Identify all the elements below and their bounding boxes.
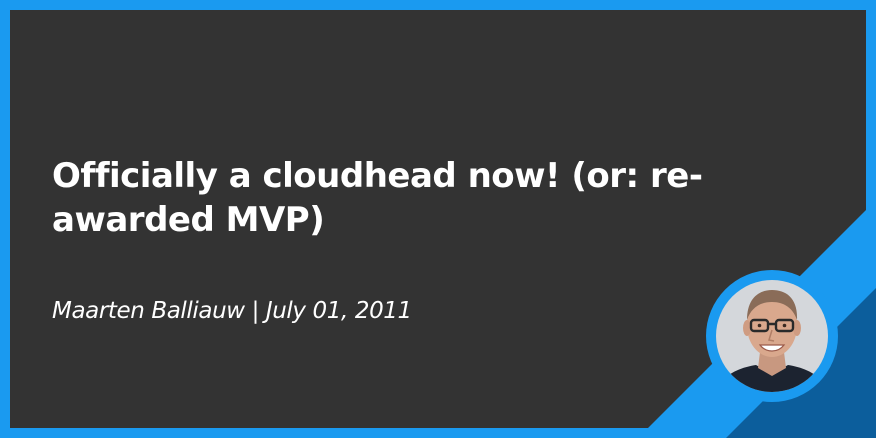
author-name: Maarten Balliauw: [52, 298, 245, 324]
author-avatar-icon: [706, 270, 838, 402]
avatar-glasses: [749, 318, 795, 333]
avatar-smile: [758, 344, 786, 352]
byline-separator: |: [251, 298, 260, 324]
post-title: Officially a cloudhead now! (or: re-awar…: [52, 156, 703, 240]
post-date: July 01, 2011: [265, 298, 412, 324]
avatar-shirt: [716, 365, 828, 392]
post-byline: Maarten Balliauw | July 01, 2011: [52, 296, 412, 326]
avatar-hair: [747, 290, 798, 320]
avatar-face: [747, 295, 797, 357]
avatar-neck: [758, 352, 786, 376]
